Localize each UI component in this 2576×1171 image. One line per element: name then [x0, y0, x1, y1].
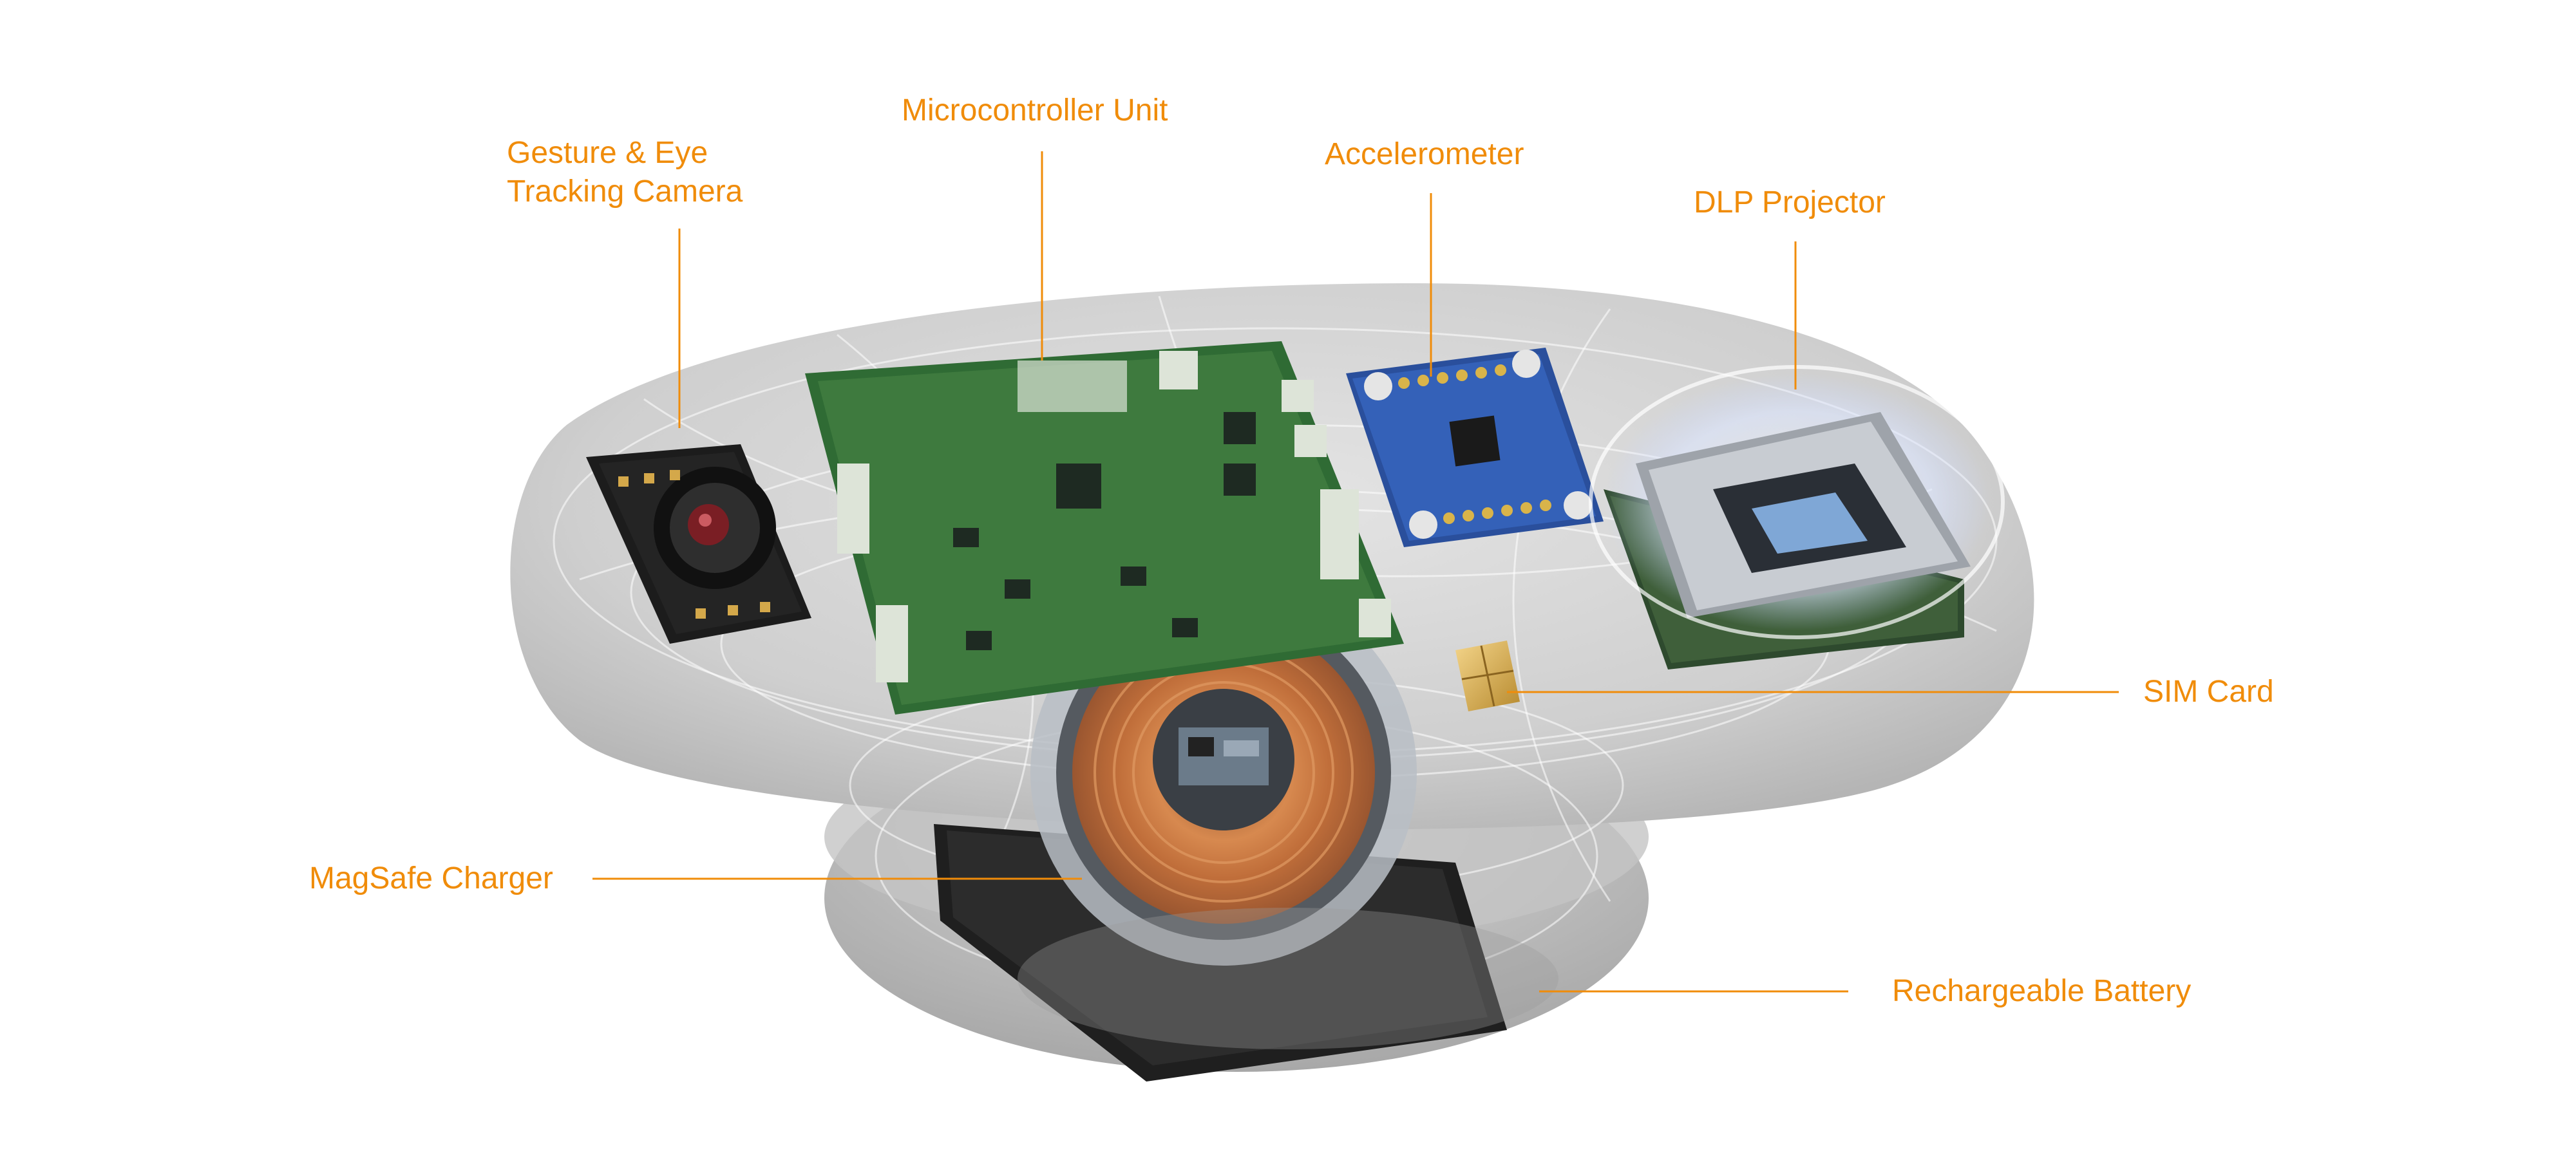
label-mcu-line-1: Microcontroller Unit [902, 93, 1168, 127]
accelerometer-chip-icon [1346, 348, 1604, 547]
sim-card-icon [1455, 641, 1520, 711]
rechargeable-battery [1018, 908, 1558, 1049]
accelerometer-module [1346, 348, 1604, 547]
label-mcu: Microcontroller Unit [902, 91, 1168, 130]
dlp-projector [1589, 365, 2005, 670]
label-camera: Gesture & Eye Tracking Camera [507, 134, 743, 211]
label-camera-line-2: Tracking Camera [507, 174, 743, 209]
microcontroller-board [805, 341, 1404, 715]
camera-module [586, 444, 811, 644]
label-battery: Rechargeable Battery [1892, 972, 2191, 1011]
label-projector: DLP Projector [1694, 183, 1886, 222]
label-accelerometer-line-1: Accelerometer [1325, 137, 1524, 171]
label-charger-line-1: MagSafe Charger [309, 861, 553, 895]
wireless-coil-icon [934, 579, 1507, 1082]
battery-icon [1018, 908, 1558, 1049]
magsafe-charger [934, 579, 1507, 1082]
leader-lines [592, 151, 2119, 993]
label-sim-line-1: SIM Card [2143, 675, 2274, 709]
label-sim: SIM Card [2143, 673, 2274, 711]
label-camera-line-1: Gesture & Eye [507, 136, 708, 170]
label-battery-line-1: Rechargeable Battery [1892, 974, 2192, 1008]
label-projector-line-1: DLP Projector [1694, 185, 1886, 220]
label-charger: MagSafe Charger [309, 859, 553, 898]
label-accelerometer: Accelerometer [1325, 135, 1524, 174]
sim-card [1455, 641, 1520, 711]
projector-module-icon [1589, 365, 2005, 670]
camera-module-icon [586, 444, 811, 644]
circuit-board-icon [805, 341, 1404, 715]
